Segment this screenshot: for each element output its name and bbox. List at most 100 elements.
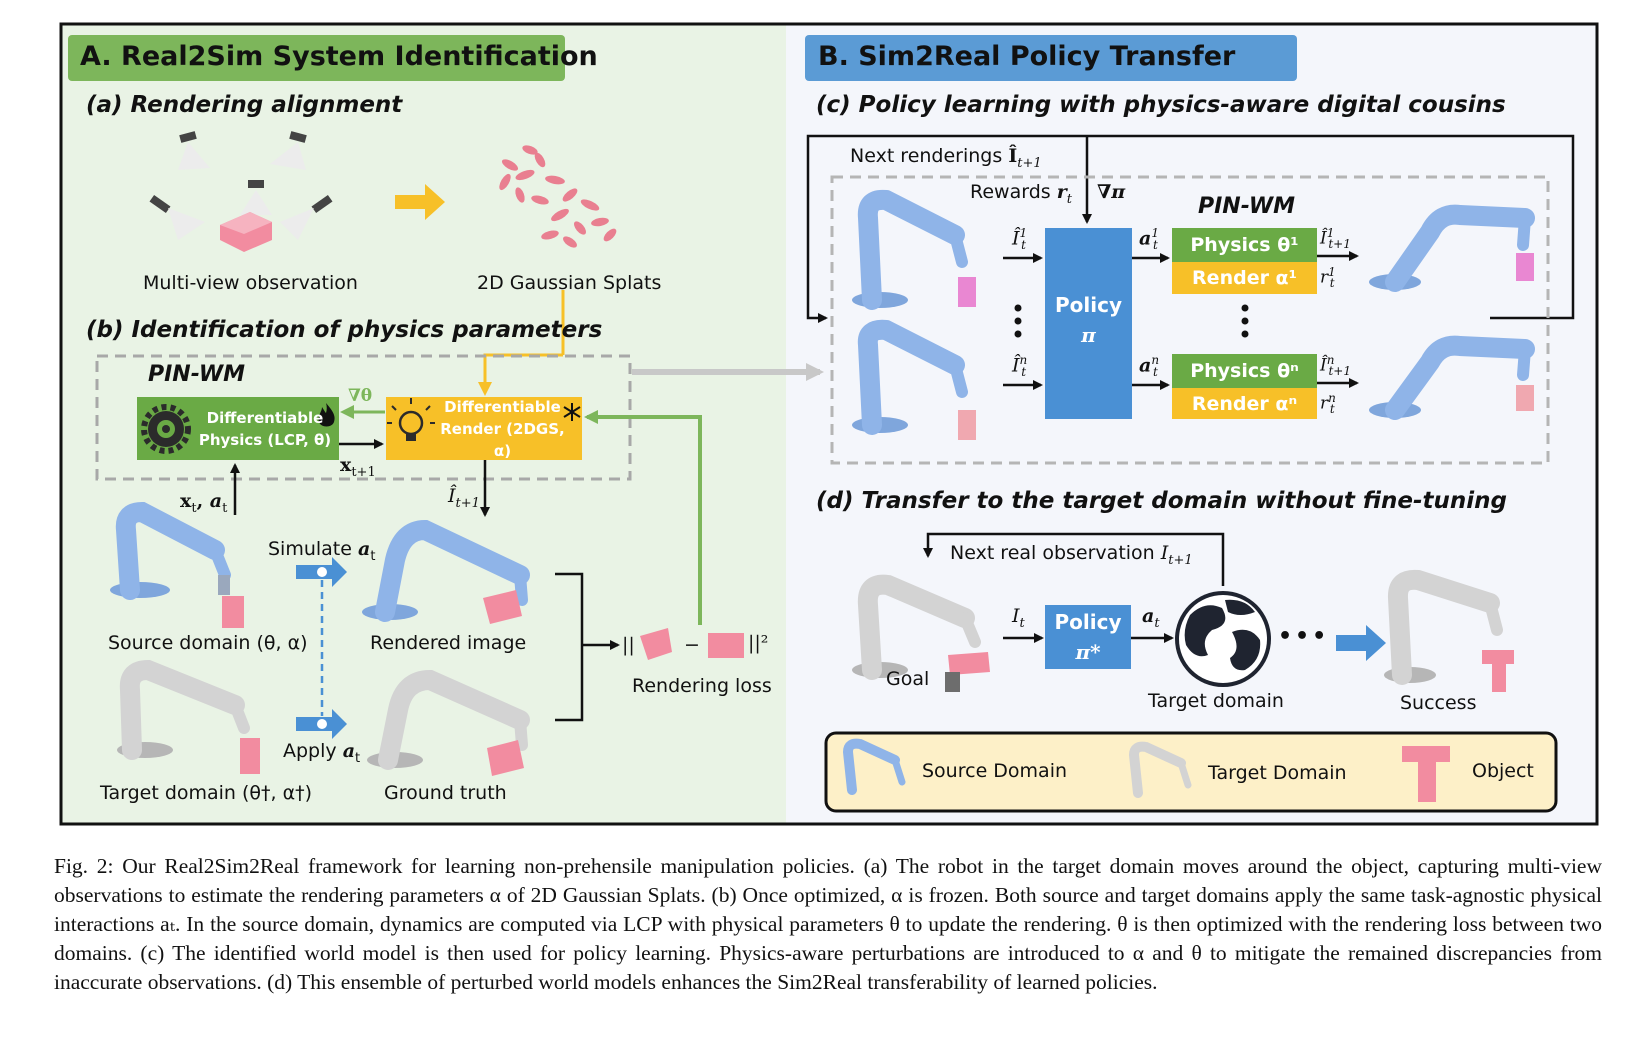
out-top-img-sup: 1: [1326, 226, 1335, 240]
render-output-label: Ît+1: [448, 485, 480, 511]
target-domain-d-label: Target domain: [1148, 690, 1284, 712]
success-robot-illustration: [1384, 569, 1514, 692]
splats-label: 2D Gaussian Splats: [477, 272, 662, 294]
out-top-img-sub: t+1: [1328, 237, 1351, 252]
panel-a-title: A. Real2Sim System Identification: [80, 41, 598, 72]
sub-c-title: (c) Policy learning with physics-aware d…: [816, 92, 1506, 118]
next-real-sym: I: [1160, 542, 1169, 564]
physics-top-text: Physics θ¹: [1190, 234, 1299, 256]
in-bot-sup: n: [1019, 353, 1028, 367]
next-real-observation-label: Next real observation It+1: [950, 542, 1193, 568]
next-real-observation-loop: [923, 532, 1225, 586]
ellipsis-dots: •••: [1278, 624, 1330, 649]
target-domain-label: Target domain (θ†, α†): [100, 782, 313, 804]
output-top-reward-label: r1t: [1320, 265, 1336, 290]
act-top-sub: t: [1152, 238, 1158, 253]
source-robot-c-top-right: [1369, 204, 1535, 292]
policy-box-c: [1045, 228, 1132, 419]
sub-a-title: (a) Rendering alignment: [86, 92, 403, 118]
loss-rendered-object: [640, 628, 672, 660]
out-top-img-sym: Î: [1320, 228, 1327, 249]
out-bot-img-sub: t+1: [1328, 364, 1351, 379]
apply-a: a: [342, 740, 356, 762]
x-next-sym: x: [340, 454, 352, 476]
ground-truth-label: Ground truth: [384, 782, 507, 804]
out-top-r-sup: 1: [1328, 265, 1336, 279]
rewards-sym: r: [1056, 181, 1067, 203]
output-bottom-reward-label: rnt: [1320, 391, 1336, 416]
caption-text: Fig. 2: Our Real2Sim2Real framework for …: [54, 854, 1602, 994]
rewards-label: Rewards rt: [970, 181, 1072, 207]
loss-close-bars: ||²: [748, 632, 769, 654]
light-bulb-icon: [387, 398, 435, 441]
snowflake-icon: [563, 403, 581, 421]
observation-input-label: It: [1012, 605, 1025, 631]
physics-box-top: [1172, 228, 1317, 262]
loss-minus: −: [684, 634, 700, 656]
in-bot-sym: Î: [1012, 354, 1020, 377]
rewards-text: Rewards: [970, 181, 1051, 203]
next-renderings-loop: [806, 134, 1575, 323]
output-top-image-label: Î1t+1: [1320, 226, 1351, 251]
act-bot-sub: t: [1153, 365, 1158, 380]
act-bot-sup: n: [1151, 353, 1160, 367]
simulate-text: Simulate: [268, 538, 352, 560]
rendering-loss-feedback-arrow: [584, 410, 702, 625]
input-top-label: Î1t: [1012, 226, 1028, 252]
act-top-sup: 1: [1151, 226, 1159, 240]
simulate-label: Simulate at: [268, 538, 375, 564]
legend-target-label: Target Domain: [1208, 762, 1347, 784]
ground-truth-robot-illustration: [367, 669, 530, 776]
i-out-sym: Î: [448, 485, 456, 507]
render-box-line2: Render (2DGS, α): [440, 420, 565, 460]
sub-b-title: (b) Identification of physics parameters: [86, 317, 603, 343]
goal-robot-illustration: [852, 574, 990, 692]
apply-text: Apply: [283, 740, 337, 762]
apply-a-sub: t: [355, 750, 361, 766]
i-out-sub: t+1: [455, 495, 480, 511]
physics-box-line1: Differentiable: [206, 409, 324, 427]
gear-icon: [141, 404, 191, 454]
policy-d-line1: Policy: [1054, 610, 1122, 634]
policy-c-line1: Policy: [1054, 293, 1122, 317]
obs-in-sub: t: [1019, 615, 1025, 631]
input-bottom-label: Înt: [1012, 353, 1028, 380]
rewards-sub: t: [1066, 191, 1072, 207]
differentiable-render-box: [386, 397, 582, 460]
render-box-top: [1172, 262, 1317, 294]
source-robot-c-top-left: [852, 189, 976, 310]
legend-source-label: Source Domain: [922, 760, 1068, 782]
panel-b-header: [805, 35, 1297, 81]
policy-box-d: [1045, 605, 1131, 669]
in-top-sup: 1: [1019, 226, 1028, 240]
x-next-label: xt+1: [340, 454, 376, 480]
target-robot-illustration: [117, 659, 260, 774]
render-top-text: Render α¹: [1192, 267, 1297, 289]
act-bot-sym: a: [1139, 354, 1152, 377]
in-bot-sub: t: [1021, 365, 1027, 380]
source-domain-label: Source domain (θ, α): [108, 632, 308, 654]
simulate-a: a: [358, 538, 371, 560]
policy-c-line2: π: [1081, 323, 1096, 347]
flame-icon: [318, 403, 335, 427]
next-renderings-label: Next renderings Ît+1: [850, 145, 1042, 171]
physics-box-line2: Physics (LCP, θ): [198, 431, 332, 449]
a-in-sym: a: [209, 490, 223, 512]
physics-box-bottom: [1172, 354, 1317, 388]
loss-bracket: [555, 572, 584, 722]
policy-box-d-text: Policy π*: [1045, 605, 1131, 669]
next-renderings-text: Next renderings: [850, 145, 1003, 167]
x-in-sym: x: [180, 490, 192, 512]
x-next-sub: t+1: [351, 464, 376, 480]
rendering-loss-label: Rendering loss: [632, 675, 772, 697]
act-top-sym: a: [1139, 227, 1152, 250]
physics-bottom-text: Physics θⁿ: [1190, 360, 1299, 382]
render-box-bottom: [1172, 388, 1317, 419]
vertical-dots-left: [1014, 304, 1022, 338]
multi-view-label: Multi-view observation: [143, 272, 358, 294]
figure-caption: Fig. 2: Our Real2Sim2Real framework for …: [54, 852, 1602, 997]
render-box-text: Differentiable Render (2DGS, α): [430, 398, 575, 460]
loss-ground-truth-object: [708, 633, 744, 658]
vertical-dots-right: [1241, 304, 1249, 338]
source-robot-c-bottom-right: [1369, 335, 1535, 420]
